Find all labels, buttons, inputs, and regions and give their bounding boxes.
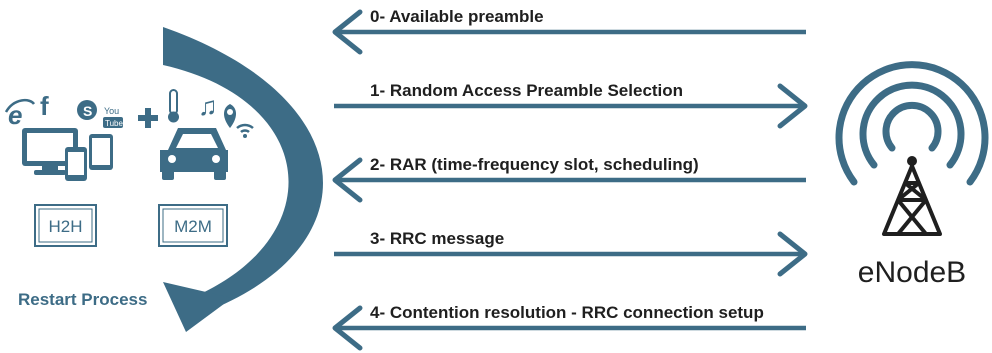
svg-text:Tube: Tube <box>105 119 123 128</box>
restart-process-label: Restart Process <box>18 290 147 309</box>
arrow-head <box>332 305 363 351</box>
message-arrow-3: 3- RRC message <box>334 229 808 277</box>
message-arrows: 0- Available preamble 1- Random Access Pr… <box>332 7 808 351</box>
m2m-label: M2M <box>174 217 212 236</box>
arrow-head <box>777 231 808 277</box>
message-arrow-4: 4- Contention resolution - RRC connectio… <box>332 303 806 351</box>
svg-text:e: e <box>8 100 22 130</box>
skype-icon: S <box>77 100 97 120</box>
internet-explorer-icon: e <box>4 98 36 130</box>
smartphone-icon <box>65 147 87 181</box>
facebook-icon: f <box>40 91 49 121</box>
arrow-head <box>332 9 363 55</box>
desktop-monitor-icon <box>22 128 78 175</box>
message-label-2: 2- RAR (time-frequency slot, scheduling) <box>370 155 699 174</box>
music-note-icon: ♫ <box>198 91 218 121</box>
message-label-3: 3- RRC message <box>370 229 504 248</box>
svg-text:S: S <box>83 103 92 119</box>
h2h-label: H2H <box>48 217 82 236</box>
enodeb-label: eNodeB <box>858 256 966 289</box>
h2h-icon-group: e f S You Tube <box>4 91 123 181</box>
message-arrow-0: 0- Available preamble <box>332 7 806 55</box>
message-label-0: 0- Available preamble <box>370 7 544 26</box>
message-label-1: 1- Random Access Preamble Selection <box>370 81 683 100</box>
message-label-4: 4- Contention resolution - RRC connectio… <box>370 303 764 322</box>
car-icon <box>160 128 228 180</box>
wifi-icon <box>236 123 254 138</box>
message-arrow-2: 2- RAR (time-frequency slot, scheduling) <box>332 155 806 203</box>
m2m-box: M2M <box>158 204 228 247</box>
svg-text:You: You <box>104 106 119 116</box>
m2m-icon-group: ♫ <box>138 89 254 180</box>
restart-curve-arrow <box>163 27 323 332</box>
tablet-icon <box>89 134 113 170</box>
arrow-head <box>777 83 808 129</box>
plus-icon <box>138 108 158 128</box>
h2h-box: H2H <box>34 204 97 247</box>
location-pin-icon <box>224 104 236 128</box>
arrow-head <box>332 157 363 203</box>
message-arrow-1: 1- Random Access Preamble Selection <box>334 81 808 129</box>
cell-tower-icon <box>835 61 989 236</box>
thermometer-icon <box>168 89 179 123</box>
youtube-icon: You Tube <box>103 106 123 128</box>
